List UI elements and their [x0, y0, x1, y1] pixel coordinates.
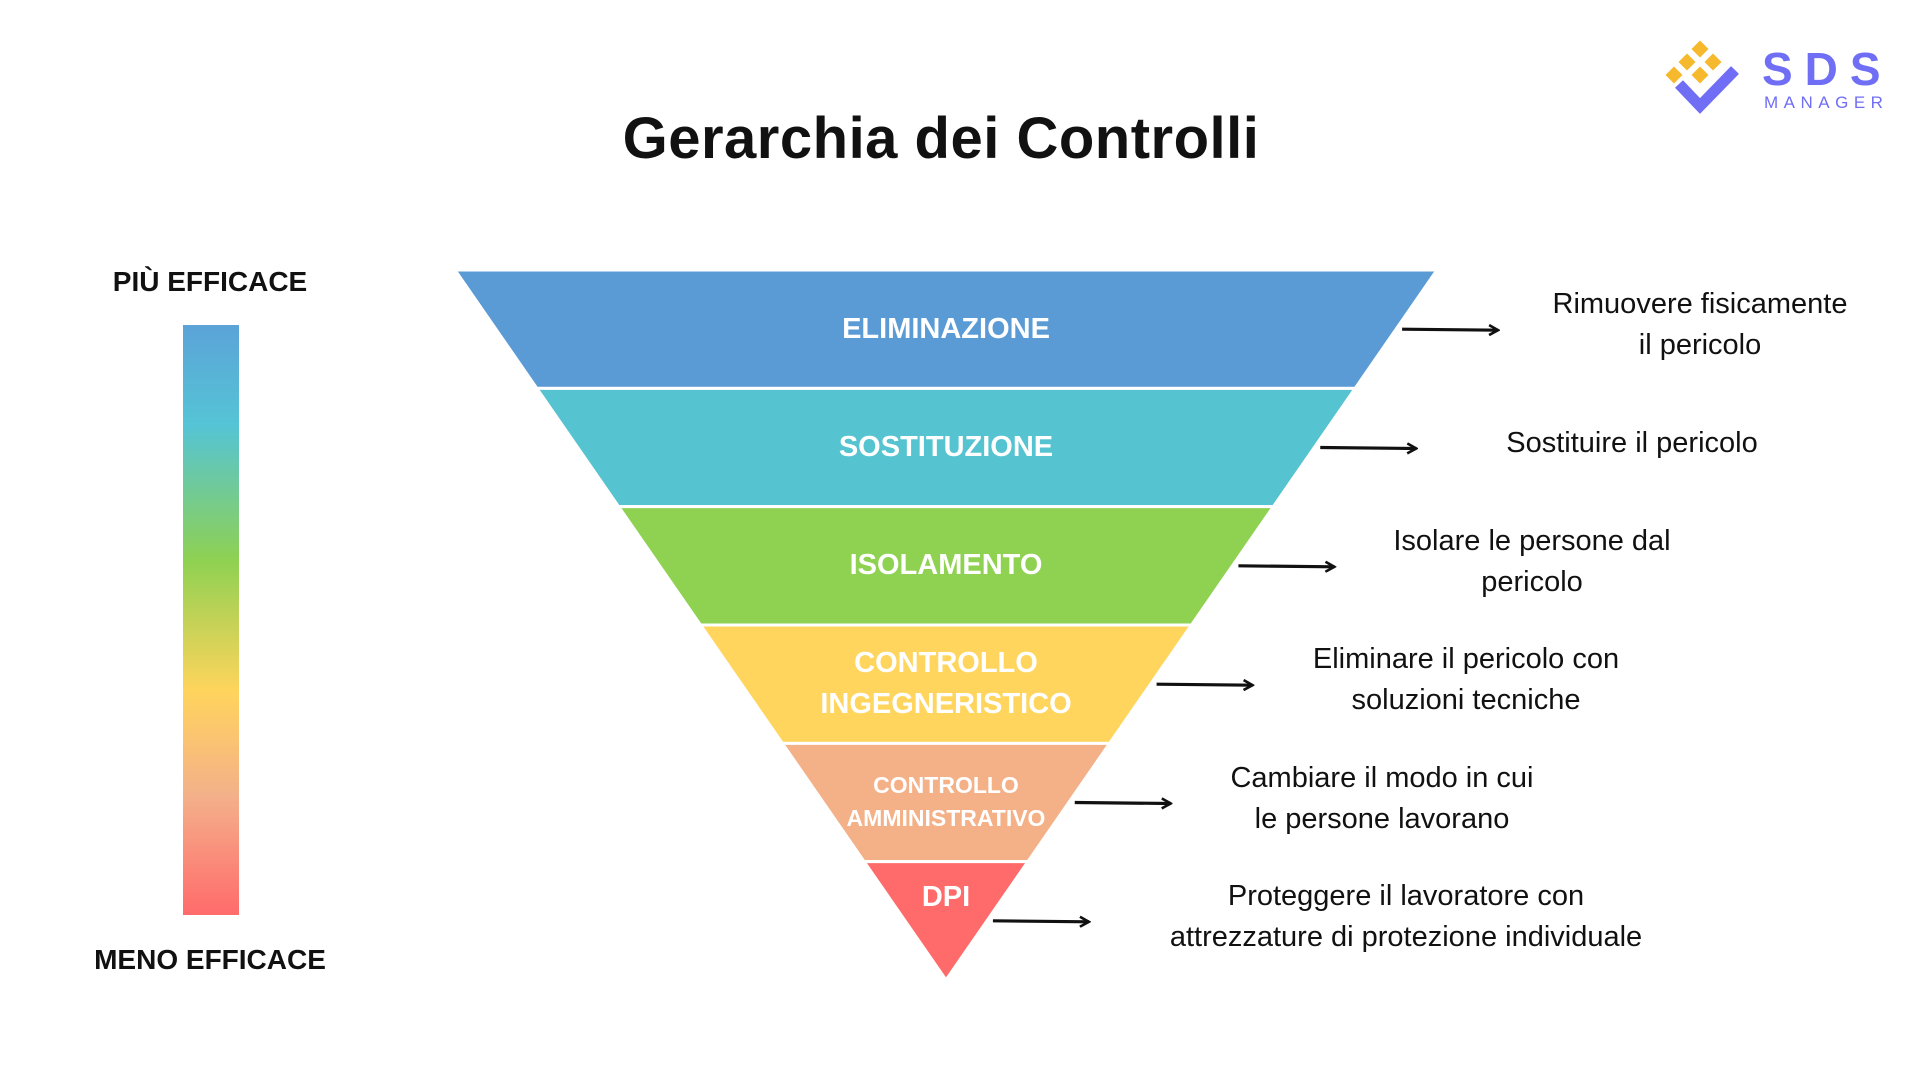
level-label-6: DPI: [921, 881, 971, 914]
arrow-level-3: [1238, 566, 1334, 567]
scale-top-label: PIÙ EFFICACE: [112, 266, 308, 297]
logo-brand: SDS: [1762, 43, 1893, 95]
level-description-2: Sostituire il pericolo: [1506, 427, 1758, 459]
page-title: Gerarchia dei Controlli: [622, 106, 1260, 171]
level-description-3: Isolare le persone dal pericolo: [1393, 524, 1671, 598]
arrow-level-5: [1074, 803, 1171, 804]
diamond-check-icon: [1665, 40, 1739, 114]
level-description-1: Rimuovere fisicamente il pericolo: [1552, 288, 1848, 362]
logo-subtitle: MANAGER: [1764, 93, 1889, 112]
scale-bottom-label: MENO EFFICACE: [94, 944, 326, 975]
effectiveness-gradient-bar: [183, 325, 239, 915]
arrow-level-4: [1156, 684, 1253, 685]
level-description-4: Eliminare il pericolo con soluzioni tecn…: [1312, 643, 1620, 717]
arrow-level-1: [1402, 329, 1498, 330]
arrow-level-2: [1320, 448, 1416, 449]
level-label-1: ELIMINAZIONE: [842, 312, 1050, 345]
level-description-6: Proteggere il lavoratore con attrezzatur…: [1169, 879, 1643, 953]
level-label-3: ISOLAMENTO: [849, 549, 1043, 582]
sds-manager-logo: SDS MANAGER: [1665, 40, 1895, 120]
level-label-5: CONTROLLO AMMINISTRATIVO: [846, 772, 1046, 832]
level-description-5: Cambiare il modo in cui le persone lavor…: [1230, 761, 1534, 835]
arrow-level-6: [992, 921, 1089, 922]
level-label-4: CONTROLLO INGEGNERISTICO: [820, 647, 1072, 721]
level-label-2: SOSTITUZIONE: [838, 430, 1054, 463]
pyramid-level-6: [861, 860, 1031, 983]
